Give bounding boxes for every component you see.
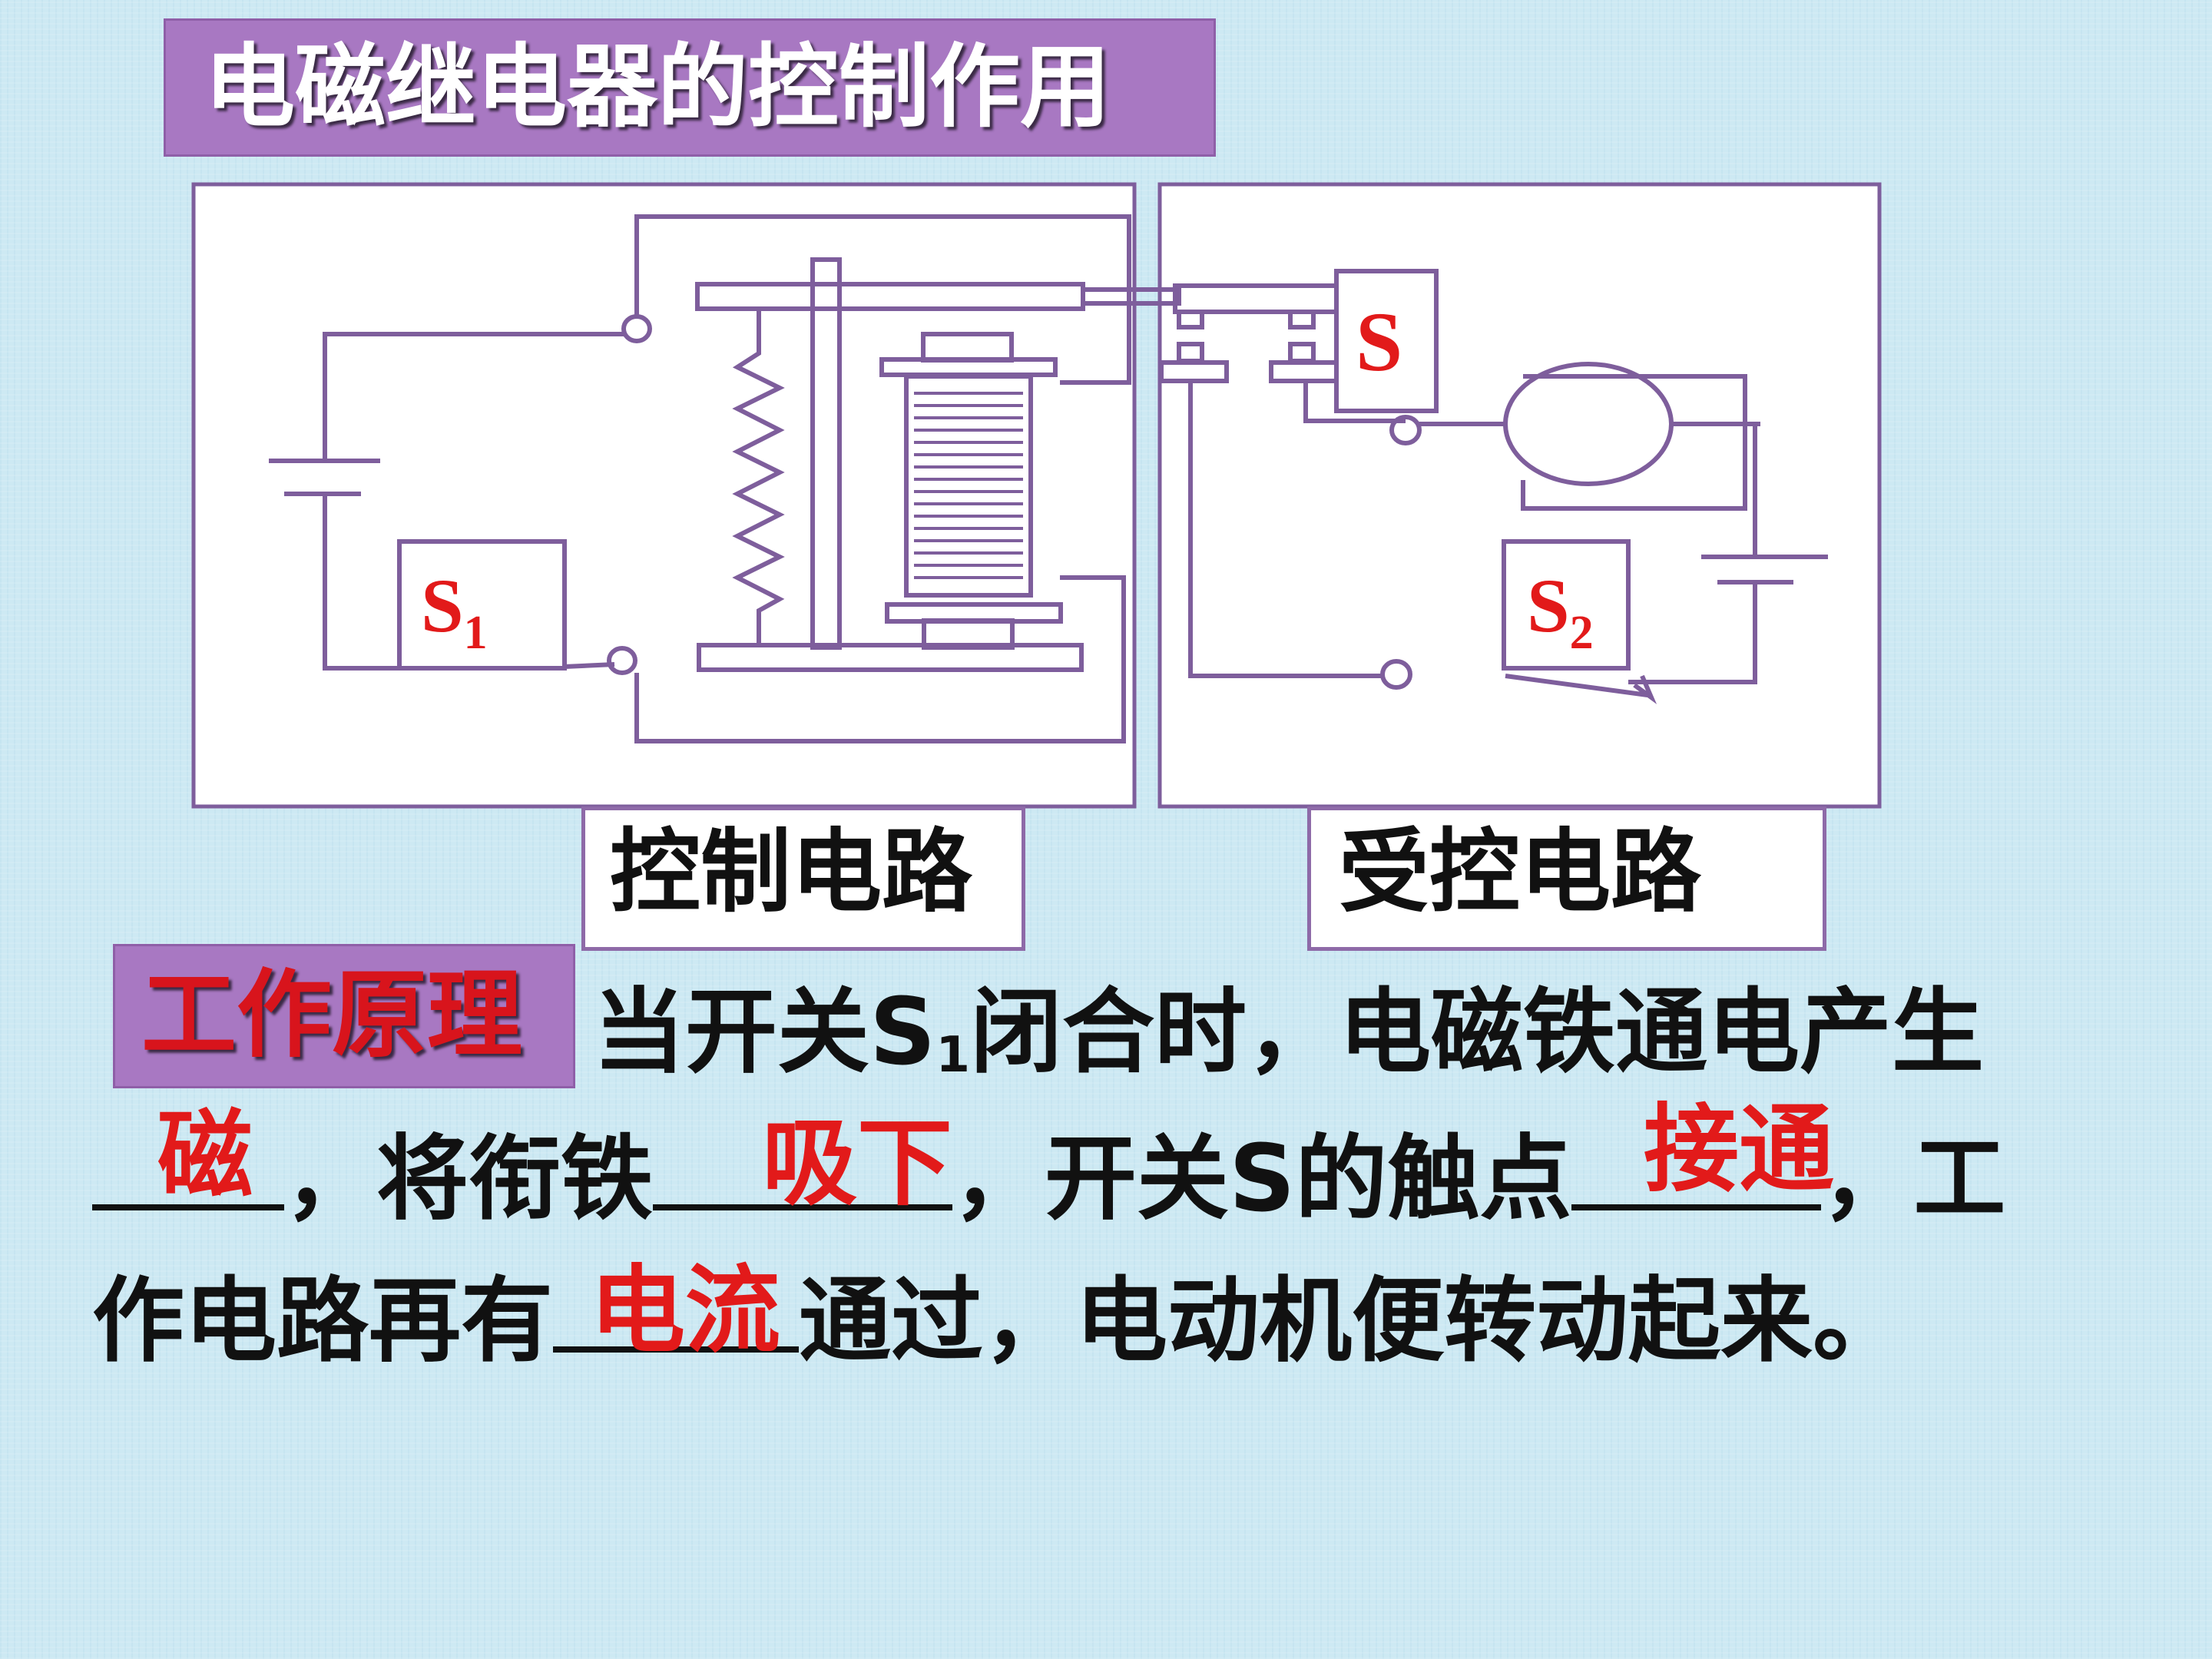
line2-text-c: ，工 bbox=[1821, 1126, 2006, 1233]
line1-text-a: 当开关S bbox=[593, 979, 936, 1086]
controlled-wire bbox=[1303, 381, 1406, 423]
terminal bbox=[1389, 415, 1422, 445]
page-title: 电磁继电器的控制作用 bbox=[164, 18, 1216, 157]
spring bbox=[732, 309, 785, 645]
control-wire bbox=[323, 494, 399, 671]
terminal bbox=[1380, 659, 1412, 690]
control-wire bbox=[634, 214, 1131, 385]
control-wire bbox=[323, 332, 624, 461]
blank-4 bbox=[553, 1263, 799, 1353]
contact-plate-left bbox=[1159, 360, 1229, 383]
contact-stud bbox=[1288, 310, 1316, 329]
controlled-wire bbox=[1628, 582, 1757, 684]
line2-text-b: ，开关S的触点 bbox=[952, 1126, 1572, 1233]
line3-text-b: 通过，电动机便转动起来。 bbox=[799, 1268, 1905, 1375]
coil-windings bbox=[914, 392, 1023, 579]
electromagnet-core-bottom bbox=[922, 618, 1015, 650]
s2-label: S2 bbox=[1527, 563, 1594, 659]
answer-2: 吸下 bbox=[762, 1108, 953, 1219]
controlled-circuit-panel bbox=[1157, 182, 1882, 809]
armature-extension bbox=[1081, 287, 1181, 306]
line1-subscript: 1 bbox=[935, 1027, 970, 1084]
answer-4: 电流 bbox=[590, 1256, 781, 1366]
line3-text-a: 作电路再有 bbox=[92, 1268, 553, 1375]
switch-s1-box bbox=[397, 539, 567, 671]
principle-line-3: 作电路再有 通过，电动机便转动起来。 bbox=[92, 1263, 1905, 1376]
answer-3: 接通 bbox=[1644, 1094, 1835, 1205]
principle-line-2: ，将衔铁 ，开关S的触点 ，工 bbox=[92, 1121, 2005, 1233]
switch-s2-arrow bbox=[1633, 674, 1657, 704]
contact-stud bbox=[1177, 310, 1204, 329]
switch-s-box bbox=[1334, 269, 1439, 413]
controlled-wire bbox=[1521, 374, 1747, 511]
control-circuit-label: 控制电路 bbox=[581, 806, 1025, 951]
s-label: S bbox=[1356, 295, 1402, 389]
electromagnet-coil bbox=[904, 374, 1033, 598]
principle-line-1: 当开关S1闭合时，电磁铁通电产生 bbox=[593, 979, 1984, 1109]
s1-label: S1 bbox=[421, 563, 488, 659]
line1-text-b: 闭合时，电磁铁通电产生 bbox=[969, 979, 1984, 1086]
line2-text-a: ，将衔铁 bbox=[284, 1126, 653, 1233]
terminal bbox=[607, 646, 637, 675]
blank-2 bbox=[653, 1121, 952, 1210]
control-wire bbox=[634, 575, 1126, 743]
principle-badge: 工作原理 bbox=[113, 944, 575, 1088]
answer-1: 磁 bbox=[157, 1101, 253, 1211]
controlled-wire bbox=[1188, 381, 1382, 678]
base-plate bbox=[697, 643, 1084, 672]
blank-1 bbox=[92, 1121, 284, 1210]
switch-s2-box bbox=[1502, 539, 1631, 671]
blank-3 bbox=[1571, 1121, 1822, 1210]
controlled-circuit-label: 受控电路 bbox=[1307, 806, 1826, 951]
